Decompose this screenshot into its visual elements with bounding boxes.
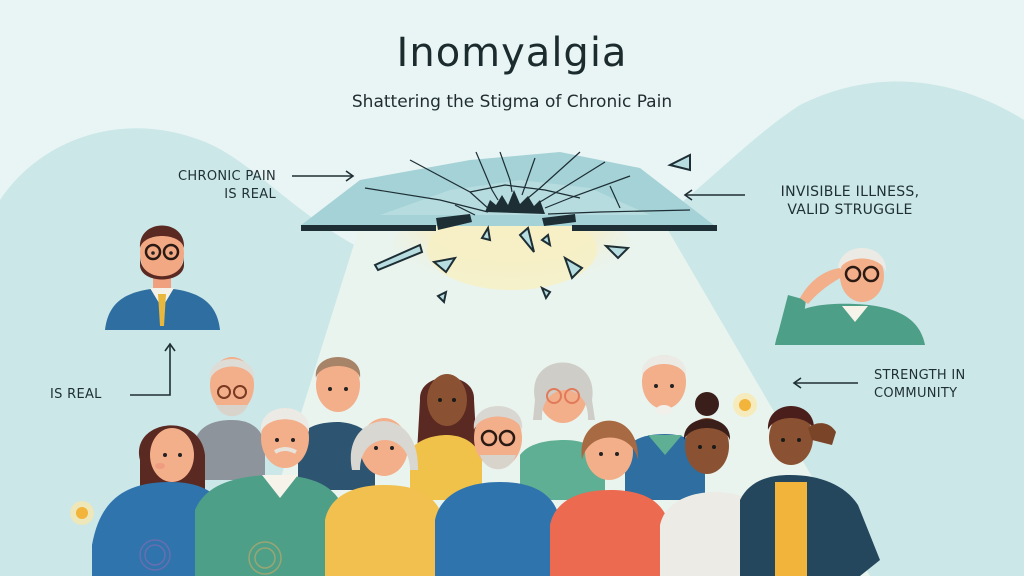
person-back-3 [410, 374, 482, 500]
callout-line: IS REAL [224, 187, 276, 202]
callout-line: CHRONIC PAIN [178, 169, 276, 184]
callout-strength-in-community: STRENGTH IN COMMUNITY [874, 367, 965, 403]
person-back-1 [195, 357, 265, 480]
callout-line: STRENGTH IN [874, 368, 966, 383]
callout-line: COMMUNITY [874, 386, 958, 401]
callout-chronic-pain-is-real: CHRONIC PAIN IS REAL [150, 168, 276, 204]
person-back-5 [625, 355, 705, 500]
callout-line: INVISIBLE ILLNESS, [780, 184, 920, 200]
person-back-4 [520, 362, 605, 500]
person-front-young-man [740, 406, 880, 576]
person-front-woman-yellow [325, 418, 445, 576]
person-front-older-man-green [195, 408, 345, 576]
person-back-2 [298, 357, 375, 490]
callout-line: IS REAL [50, 387, 102, 402]
bearded-man-portrait [105, 225, 220, 330]
person-front-woman-coral [550, 420, 670, 576]
page-title: Inomyalgia [396, 30, 628, 76]
callout-invisible-illness: INVISIBLE ILLNESS, VALID STRUGGLE [760, 183, 940, 219]
person-front-older-man-blue [435, 406, 560, 576]
callout-is-real: IS REAL [50, 386, 102, 404]
page-subtitle: Shattering the Stigma of Chronic Pain [351, 92, 673, 112]
elderly-person-portrait [775, 248, 925, 345]
callout-line: VALID STRUGGLE [787, 202, 913, 218]
